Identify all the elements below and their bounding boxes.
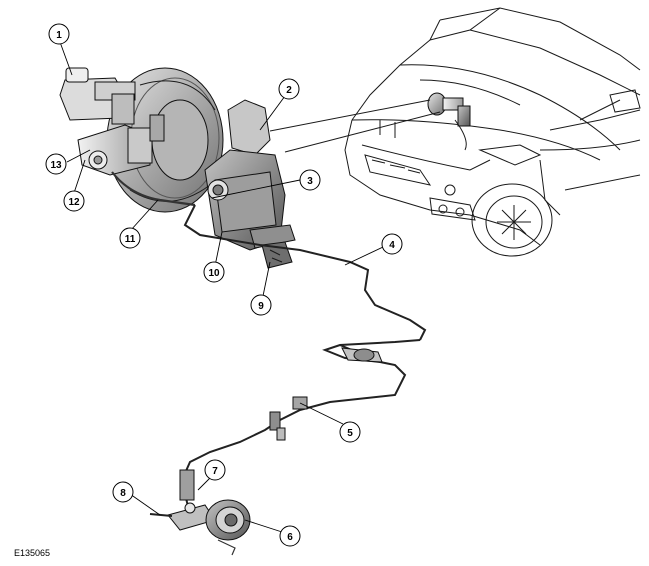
svg-text:11: 11 [125, 234, 136, 245]
svg-text:10: 10 [208, 268, 220, 279]
callout-9: 9 [250, 294, 272, 316]
fluid-reservoir [59, 67, 136, 125]
callout-5: 5 [339, 421, 361, 443]
svg-text:1: 1 [56, 30, 62, 41]
vehicle-outline [344, 7, 641, 257]
svg-text:6: 6 [287, 532, 293, 543]
callout-13: 13 [45, 153, 67, 175]
pedal-box-bracket [204, 99, 296, 269]
callout-10: 10 [203, 261, 225, 283]
concentric-slave-cylinder [149, 469, 251, 556]
callout-3: 3 [299, 169, 321, 191]
brake-master-cylinder [77, 114, 165, 176]
svg-text:4: 4 [389, 240, 395, 251]
leader-lines [59, 41, 384, 533]
svg-text:7: 7 [212, 466, 218, 477]
svg-text:5: 5 [347, 428, 353, 439]
svg-text:3: 3 [307, 176, 313, 187]
callout-6: 6 [279, 525, 301, 547]
callout-1: 1 [48, 23, 70, 45]
clutch-pipe [111, 171, 427, 516]
callout-8: 8 [112, 481, 134, 503]
callout-11: 11 [119, 227, 141, 249]
figure-id: E135065 [14, 548, 51, 558]
callout-4: 4 [381, 233, 403, 255]
callout-2: 2 [278, 78, 300, 100]
view-projection-lines [269, 99, 441, 153]
svg-text:9: 9 [258, 301, 264, 312]
svg-text:12: 12 [68, 197, 80, 208]
callout-12: 12 [63, 190, 85, 212]
vehicle-booster-location-icon [427, 92, 471, 151]
svg-text:13: 13 [50, 160, 62, 171]
brake-booster [106, 67, 224, 213]
svg-text:2: 2 [286, 85, 292, 96]
callout-7: 7 [204, 459, 226, 481]
svg-text:8: 8 [120, 488, 126, 499]
